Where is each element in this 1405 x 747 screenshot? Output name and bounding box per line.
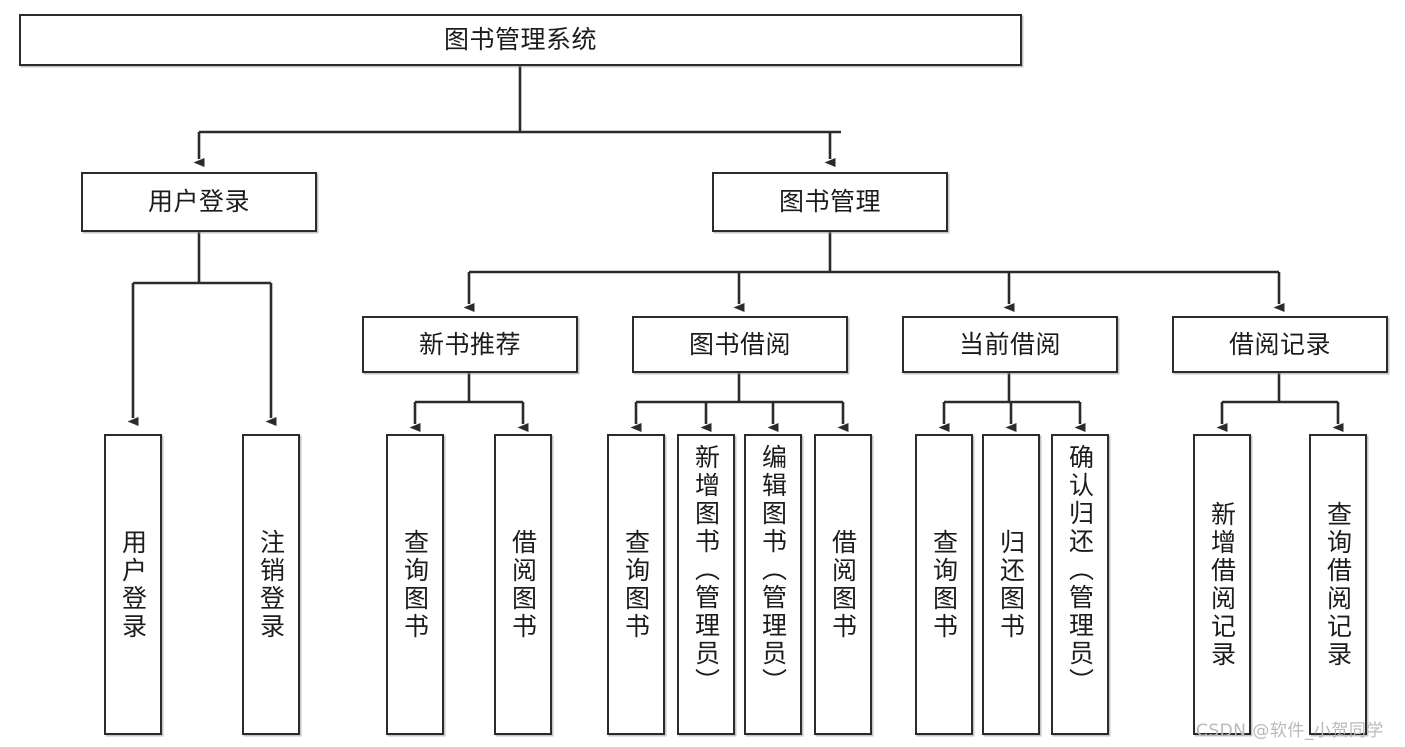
node-label: 查询图书 — [929, 528, 959, 641]
node-label: 注销登录 — [256, 528, 286, 641]
node-leaf-add-book[interactable]: 新增图书（管理员） — [677, 434, 735, 735]
node-label: 用户登录 — [147, 187, 250, 217]
node-label: 新增图书（管理员） — [691, 444, 721, 696]
node-leaf-edit-book[interactable]: 编辑图书（管理员） — [744, 434, 802, 735]
node-label: 借阅图书 — [508, 528, 538, 641]
node-leaf-borrow-book-1[interactable]: 借阅图书 — [494, 434, 552, 735]
node-book-manage[interactable]: 图书管理 — [712, 172, 948, 232]
node-borrow-record[interactable]: 借阅记录 — [1172, 316, 1388, 373]
csdn-watermark: CSDN @软件_小贺同学 — [1196, 721, 1384, 741]
node-label: 确认归还（管理员） — [1065, 444, 1095, 696]
node-label: 用户登录 — [118, 528, 148, 641]
node-user-login[interactable]: 用户登录 — [81, 172, 317, 232]
node-label: 图书管理系统 — [443, 25, 597, 55]
node-label: 借阅记录 — [1228, 329, 1331, 359]
node-leaf-add-record[interactable]: 新增借阅记录 — [1193, 434, 1251, 735]
node-leaf-confirm-return[interactable]: 确认归还（管理员） — [1051, 434, 1109, 735]
node-current-borrow[interactable]: 当前借阅 — [902, 316, 1118, 373]
node-label: 新书推荐 — [418, 329, 521, 359]
node-label: 查询图书 — [621, 528, 651, 641]
node-root-system[interactable]: 图书管理系统 — [19, 14, 1022, 66]
node-label: 新增借阅记录 — [1207, 500, 1237, 669]
node-leaf-user-login[interactable]: 用户登录 — [104, 434, 162, 735]
node-label: 当前借阅 — [958, 329, 1061, 359]
node-label: 借阅图书 — [828, 528, 858, 641]
node-leaf-query-book-3[interactable]: 查询图书 — [915, 434, 973, 735]
node-label: 归还图书 — [996, 528, 1026, 641]
node-book-borrow[interactable]: 图书借阅 — [632, 316, 848, 373]
node-label: 查询图书 — [400, 528, 430, 641]
node-leaf-query-record[interactable]: 查询借阅记录 — [1309, 434, 1367, 735]
node-leaf-return-book[interactable]: 归还图书 — [982, 434, 1040, 735]
node-label: 编辑图书（管理员） — [758, 444, 788, 696]
node-leaf-logout-login[interactable]: 注销登录 — [242, 434, 300, 735]
node-label: 图书管理 — [778, 187, 881, 217]
node-leaf-borrow-book-2[interactable]: 借阅图书 — [814, 434, 872, 735]
node-label: 查询借阅记录 — [1323, 500, 1353, 669]
node-leaf-query-book-1[interactable]: 查询图书 — [386, 434, 444, 735]
node-new-book-recommend[interactable]: 新书推荐 — [362, 316, 578, 373]
node-label: 图书借阅 — [688, 329, 791, 359]
node-leaf-query-book-2[interactable]: 查询图书 — [607, 434, 665, 735]
